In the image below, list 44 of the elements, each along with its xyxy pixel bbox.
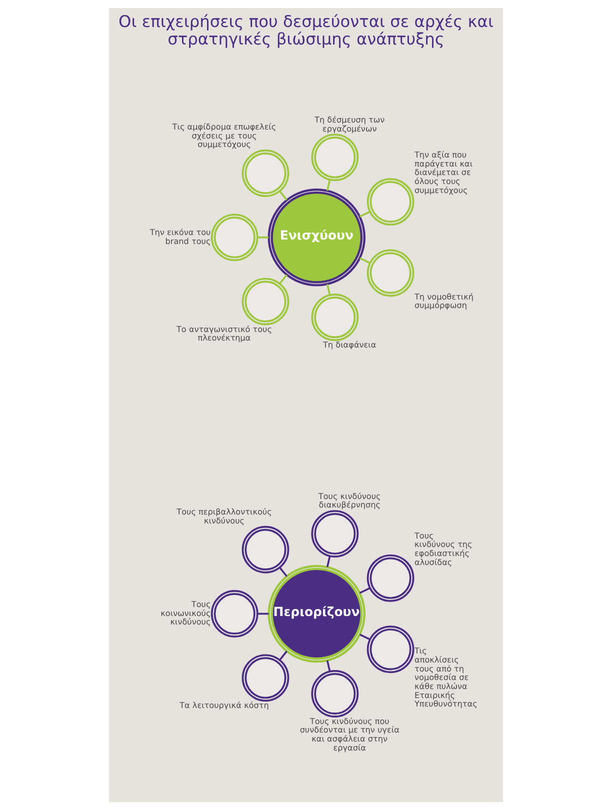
node-label: Τις αμφίδρομα επωφελείς σχέσεις με τους συμμετόχους (172, 121, 276, 150)
diagram-title: Οι επιχειρήσεις που δεσμεύονται σε αρχές και στρατηγικές βιώσιμης ανάπτυξης (118, 12, 494, 48)
connector (359, 634, 370, 640)
node-label: Το ανταγωνιστικό τους πλεονέκτημα (176, 324, 272, 343)
connector (279, 190, 288, 200)
node-circle (242, 654, 290, 702)
node-circle (311, 134, 359, 182)
connector (279, 567, 288, 577)
node-label: Τους κινδύνους που συνδέονται με την υγεία και ασφάλεια στην εργασία (300, 716, 400, 752)
node-label: Τις αποκλίσεις τους από τη νομοθεσία σε κάθε πυλώνα Εταιρικής Υπευθυνότητας (414, 646, 478, 709)
node-label: Την αξία που παράγεται και διανέμεται σε όλους τους συμμετόχους (414, 150, 473, 195)
node-circle (366, 626, 414, 674)
node-circle (311, 670, 359, 718)
node-circle (366, 554, 414, 602)
connector (359, 587, 370, 594)
node-circle (242, 150, 290, 197)
connector (258, 612, 269, 615)
node-label: Τη διαφάνεια (323, 340, 376, 350)
node-label: Τη νομοθετική συμμόρφωση (414, 291, 474, 310)
node-label: Τη δέσμευση των εργαζομένων (314, 114, 385, 134)
connector (326, 284, 331, 296)
node-circle (242, 278, 290, 326)
connector (359, 257, 370, 264)
node-label: Τους κινδύνους της εφοδιαστικής αλυσίδας (414, 530, 472, 567)
node-label: Την εικόνα του brand τους (150, 227, 211, 246)
connector (279, 650, 288, 660)
node-circle (210, 590, 258, 638)
node-label: Τα λειτουργικά κόστη (180, 700, 269, 710)
node-circle (366, 249, 414, 297)
connector (326, 556, 331, 568)
connector (326, 180, 331, 191)
connector (326, 660, 331, 672)
node-label: Τους κινδύνους διακυβέρνησης (318, 490, 381, 510)
node-circle (242, 526, 290, 574)
connector (279, 274, 288, 284)
node-circle (311, 510, 359, 558)
connector (258, 236, 269, 238)
node-label: Τους κοινωνικούς κινδύνους (160, 598, 211, 627)
connector (359, 211, 370, 218)
node-circle (311, 294, 359, 342)
node-label: Τους περιβαλλοντικούς κινδύνους (176, 506, 272, 526)
node-circle: Περιορίζουν (268, 564, 366, 663)
node-circle (366, 178, 414, 226)
node-circle (210, 214, 258, 262)
